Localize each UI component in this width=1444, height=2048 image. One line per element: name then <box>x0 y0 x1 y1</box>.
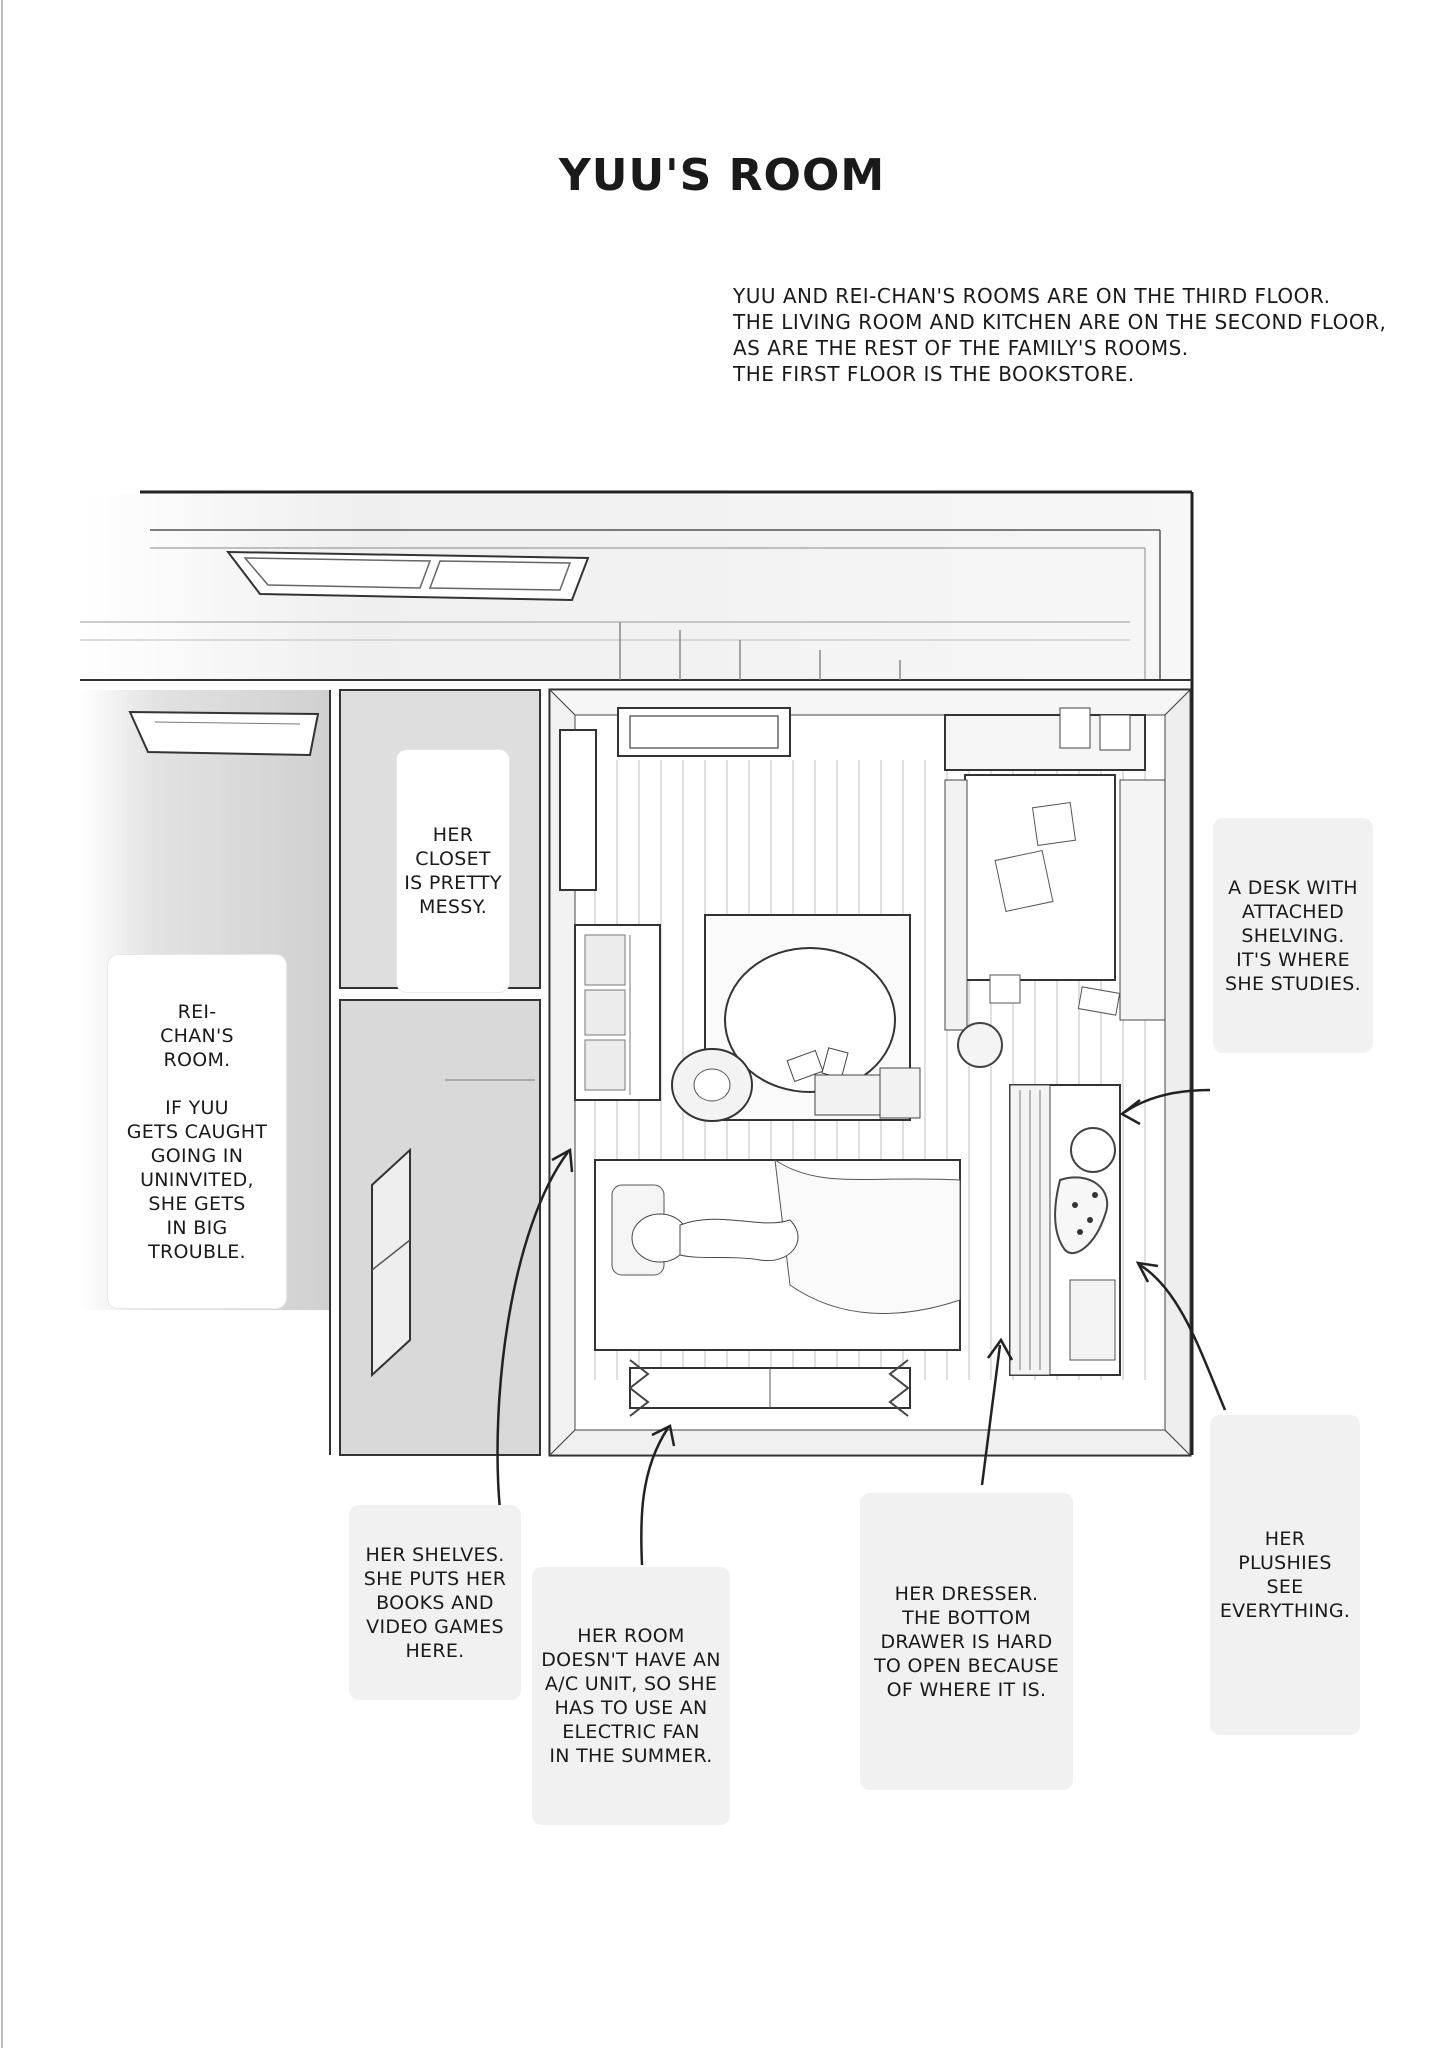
note-plushies: HER PLUSHIES SEE EVERYTHING. <box>1210 1415 1360 1735</box>
note-closet: HER CLOSET IS PRETTY MESSY. <box>397 750 509 992</box>
rug-and-table <box>704 914 921 1121</box>
note-shelves: HER SHELVES. SHE PUTS HER BOOKS AND VIDE… <box>349 1505 521 1700</box>
bookshelf <box>574 924 661 1101</box>
arrowhead-dresser <box>986 1337 1014 1361</box>
note-rei-room-text: REI- CHAN'S ROOM. IF YUU GETS CAUGHT GOI… <box>126 1000 268 1263</box>
note-dresser-text: HER DRESSER. THE BOTTOM DRAWER IS HARD T… <box>873 1582 1060 1701</box>
intro-line: THE LIVING ROOM AND KITCHEN ARE ON THE S… <box>733 310 1387 334</box>
electric-fan-top <box>671 1048 753 1122</box>
intro-line: THE FIRST FLOOR IS THE BOOKSTORE. <box>733 362 1135 386</box>
arrowhead-desk <box>1119 1099 1141 1126</box>
note-rei-room: REI- CHAN'S ROOM. IF YUU GETS CAUGHT GOI… <box>108 955 286 1308</box>
note-fan: HER ROOM DOESN'T HAVE AN A/C UNIT, SO SH… <box>532 1567 730 1825</box>
window <box>628 1359 911 1417</box>
note-shelves-text: HER SHELVES. SHE PUTS HER BOOKS AND VIDE… <box>363 1543 507 1662</box>
arrow-dresser <box>980 1344 1002 1486</box>
note-dresser: HER DRESSER. THE BOTTOM DRAWER IS HARD T… <box>860 1493 1073 1790</box>
intro-line: YUU AND REI-CHAN'S ROOMS ARE ON THE THIR… <box>733 284 1331 308</box>
ceiling-hatch <box>225 550 590 602</box>
arrow-shelves <box>496 1151 570 1511</box>
note-desk-text: A DESK WITH ATTACHED SHELVING. IT'S WHER… <box>1225 876 1361 995</box>
annotation-arrows <box>496 1088 1227 1566</box>
arrowhead-shelves <box>551 1147 574 1173</box>
note-fan-text: HER ROOM DOESN'T HAVE AN A/C UNIT, SO SH… <box>541 1625 721 1767</box>
note-desk: A DESK WITH ATTACHED SHELVING. IT'S WHER… <box>1213 818 1373 1053</box>
arrowhead-plushies <box>1135 1261 1159 1283</box>
intro-text: YUU AND REI-CHAN'S ROOMS ARE ON THE THIR… <box>733 283 1386 387</box>
yuu-room <box>548 688 1192 1457</box>
plushies <box>1054 1127 1116 1255</box>
note-plushies-text: HER PLUSHIES SEE EVERYTHING. <box>1219 1528 1351 1622</box>
bed <box>594 1158 961 1351</box>
intro-line: AS ARE THE REST OF THE FAMILY'S ROOMS. <box>733 336 1189 360</box>
arrow-fan <box>640 1427 670 1566</box>
arrowhead-fan <box>651 1424 676 1447</box>
note-closet-text: HER CLOSET IS PRETTY MESSY. <box>404 824 502 918</box>
desk <box>944 707 1166 1031</box>
stairs <box>619 622 901 680</box>
page-title: YUU'S ROOM <box>558 150 886 201</box>
hallway <box>80 490 1194 1455</box>
arrow-plushies <box>1139 1263 1227 1411</box>
waste-bin <box>957 1022 1003 1068</box>
